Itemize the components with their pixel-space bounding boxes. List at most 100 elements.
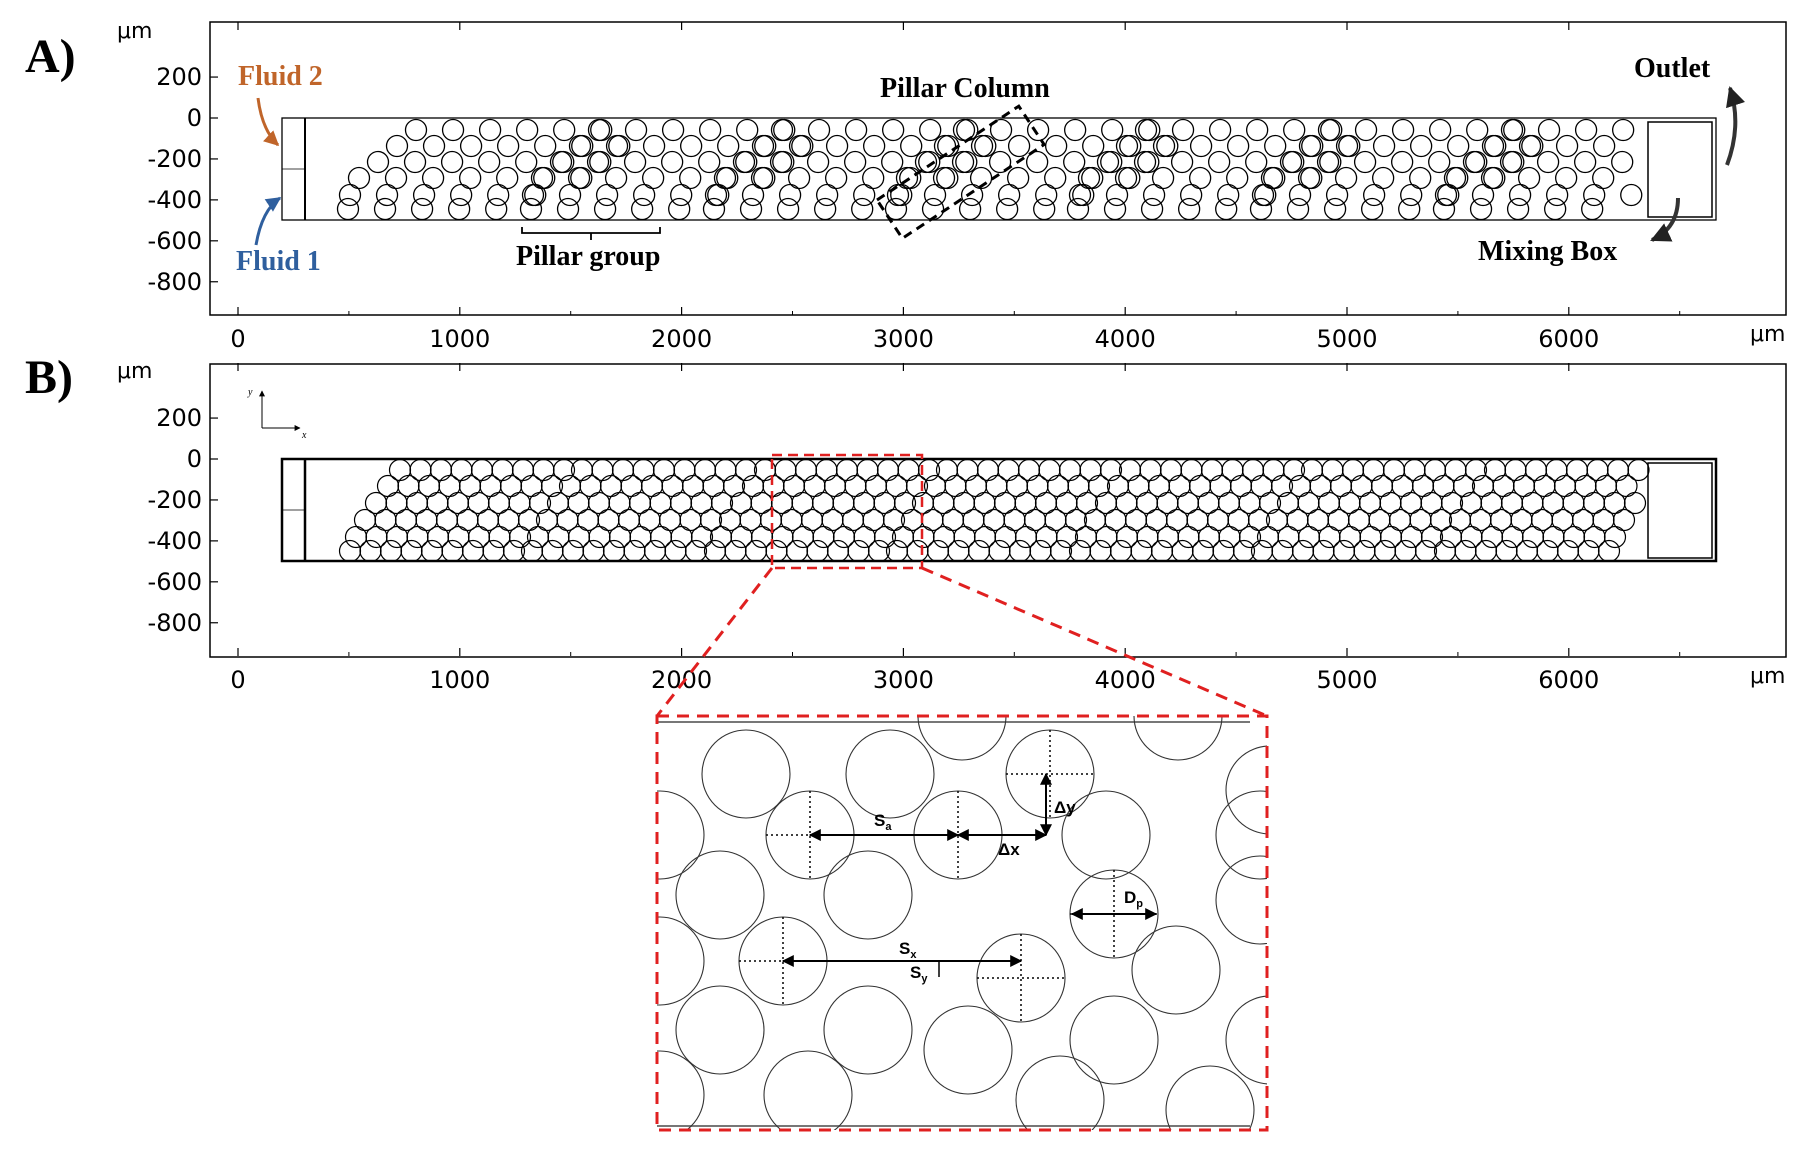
pillar (1046, 474, 1070, 498)
pillar (1521, 134, 1544, 158)
pillar (661, 150, 684, 174)
pillar (388, 459, 412, 482)
pillar (631, 197, 654, 221)
panel-b-pillar-array (338, 459, 1650, 562)
sa-label: Sa (874, 811, 892, 833)
pillar (1191, 539, 1215, 562)
pillar (923, 183, 947, 207)
pillar (735, 150, 758, 174)
panel-a-y-axis: 2000-200-400-600-800 (148, 63, 218, 296)
x-tick-label: 4000 (1095, 325, 1156, 353)
pillar (591, 459, 614, 482)
x-tick-label: 3000 (873, 325, 934, 353)
pillar (1264, 134, 1287, 158)
pillar (1029, 539, 1052, 562)
pillar (1398, 197, 1421, 221)
pillar (1517, 166, 1541, 190)
pillar (541, 539, 564, 562)
pillar (1382, 459, 1406, 482)
x-tick-label: 2000 (651, 666, 712, 694)
panel-b-x-unit: μm (1750, 664, 1785, 689)
pillar (404, 118, 428, 142)
coordinate-axes-icon: y x (247, 387, 307, 441)
inset-pillar (1069, 995, 1159, 1085)
pillar (1593, 134, 1616, 158)
inset-dimension-lines (739, 730, 1158, 1022)
pillar (1492, 474, 1515, 498)
pillar (1484, 134, 1507, 158)
pillar (882, 118, 905, 142)
pillar (1536, 150, 1560, 174)
pillar (661, 474, 684, 498)
pillar (1316, 150, 1340, 174)
x-tick-label: 3000 (873, 666, 934, 694)
dp-label: Dp (1124, 888, 1143, 910)
pillar (338, 539, 362, 562)
pillar (385, 134, 409, 158)
pillar (1471, 474, 1495, 498)
pillar (1045, 134, 1068, 158)
pillar (640, 474, 664, 498)
pillar (558, 183, 582, 207)
pillar (932, 166, 956, 190)
pillar-group-bracket-icon (521, 227, 661, 240)
pillar (552, 459, 576, 482)
pillar (1495, 539, 1518, 562)
pillar (1087, 474, 1111, 498)
pillar (1329, 474, 1353, 498)
panel-b-y-unit: μm (117, 359, 152, 384)
pillar (1335, 134, 1359, 158)
pillar (873, 525, 897, 549)
pillar (754, 134, 777, 158)
inset-pillar (823, 985, 913, 1075)
pillar (652, 459, 676, 482)
panel-a-y-unit: μm (117, 19, 152, 44)
inset-pillar (675, 850, 765, 940)
pillar (1592, 166, 1615, 190)
pillar (1066, 197, 1090, 221)
pillar (502, 539, 526, 562)
pillar (1586, 459, 1609, 482)
pillar (1105, 183, 1129, 207)
pillar (1035, 183, 1058, 207)
pillar (375, 183, 399, 207)
pillar (1109, 539, 1133, 562)
pillar (1247, 508, 1271, 532)
pillar (623, 539, 646, 562)
pillar-column-label: Pillar Column (880, 73, 1050, 104)
pillar (770, 118, 794, 142)
pillar (338, 183, 362, 207)
pillar (1099, 459, 1123, 482)
pillar (1533, 474, 1556, 498)
pillar (851, 197, 874, 221)
y-tick-label: 0 (187, 445, 202, 473)
pillar (739, 197, 763, 221)
pillar (713, 166, 737, 190)
pillar (642, 134, 666, 158)
pillar (1372, 166, 1395, 190)
pillar (1556, 539, 1580, 562)
y-tick-label: -400 (148, 527, 202, 555)
inset-pillar (1165, 1065, 1255, 1130)
panel-b-mixing-box (1647, 462, 1713, 559)
pillar (1044, 166, 1067, 190)
pillar (699, 508, 723, 532)
pillar (496, 166, 519, 190)
inset-pillar (1225, 995, 1267, 1085)
pillar (1612, 508, 1636, 532)
pillar (914, 150, 938, 174)
pillar (1524, 459, 1548, 482)
pillar (1338, 134, 1361, 158)
pillar (1443, 166, 1467, 190)
pillar (1208, 118, 1232, 142)
pillar (844, 150, 867, 174)
pillar (1189, 134, 1213, 158)
pillar (1480, 166, 1504, 190)
pillar (1370, 474, 1394, 498)
pillar (774, 459, 797, 482)
x-tick-label: 2000 (651, 325, 712, 353)
pillar (958, 197, 982, 221)
pillar (707, 183, 730, 207)
